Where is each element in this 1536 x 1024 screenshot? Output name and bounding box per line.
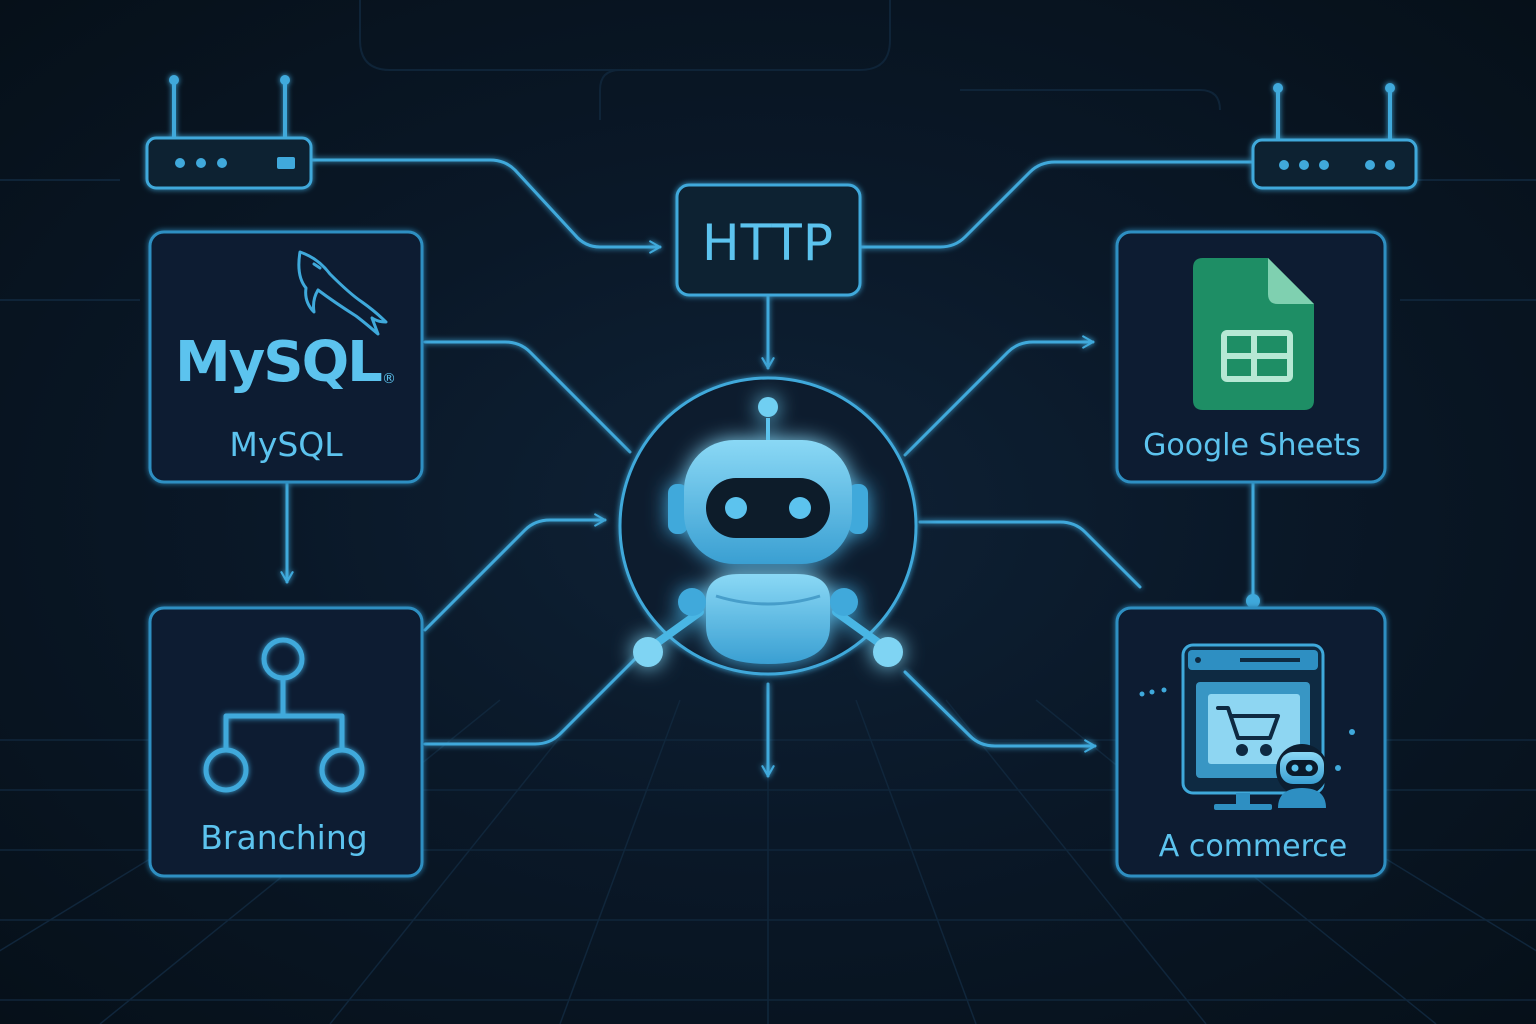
- mysql-node[interactable]: MySQL ® MySQL: [148, 230, 424, 484]
- router-led: [1319, 160, 1329, 170]
- connector-branching-to-hub: [423, 513, 607, 632]
- http-label: HTTP: [702, 214, 834, 272]
- antenna-tip: [1385, 83, 1395, 93]
- connector-hub-to-commerce-lower: [903, 670, 1097, 753]
- junction-dot: [1246, 594, 1260, 608]
- commerce-node[interactable]: A commerce: [1115, 606, 1387, 878]
- background-circuit: [0, 0, 1536, 301]
- connector-hub-to-sheets: [903, 335, 1095, 457]
- antenna-tip: [1273, 83, 1283, 93]
- branching-node[interactable]: Branching: [148, 606, 424, 878]
- connectors: [280, 158, 1255, 778]
- router-led: [175, 158, 185, 168]
- robot-icon: [633, 397, 903, 667]
- router-led: [1279, 160, 1289, 170]
- router-body: [1251, 138, 1418, 190]
- google-sheets-node[interactable]: Google Sheets: [1115, 230, 1387, 484]
- small-robot-icon: [1276, 744, 1341, 808]
- branch-tree-icon: [203, 637, 365, 793]
- dolphin-icon: [297, 250, 388, 336]
- router-led: [1299, 160, 1309, 170]
- antenna-tip: [169, 75, 179, 85]
- robot-hub[interactable]: [598, 356, 938, 696]
- antenna-tip: [280, 75, 290, 85]
- spreadsheet-icon: [1193, 258, 1314, 410]
- branching-box: [148, 606, 424, 878]
- shopping-cart-icon: [1216, 706, 1280, 756]
- connector-router-left-to-http: [310, 158, 662, 254]
- decorative-dots: [1139, 687, 1355, 735]
- router-led: [1365, 160, 1375, 170]
- connector-http-to-router-right: [858, 160, 1254, 249]
- http-box: [675, 183, 862, 297]
- connector-branching-lower-to-hub: [423, 652, 642, 746]
- router-led: [196, 158, 206, 168]
- http-node[interactable]: HTTP: [675, 183, 862, 297]
- mysql-label: MySQL: [229, 425, 343, 464]
- router-led: [1385, 160, 1395, 170]
- connector-mysql-to-hub: [423, 340, 632, 454]
- router-right[interactable]: [1251, 83, 1418, 190]
- google-sheets-label: Google Sheets: [1143, 428, 1361, 463]
- router-led: [217, 158, 227, 168]
- mysql-logo-text: MySQL: [175, 330, 382, 395]
- branching-label: Branching: [200, 818, 367, 857]
- connector-hub-to-commerce-upper: [918, 520, 1142, 589]
- router-port: [277, 157, 295, 169]
- router-body: [145, 136, 313, 190]
- commerce-label: A commerce: [1159, 829, 1347, 864]
- registered-mark: ®: [382, 371, 396, 387]
- router-left[interactable]: [145, 75, 313, 190]
